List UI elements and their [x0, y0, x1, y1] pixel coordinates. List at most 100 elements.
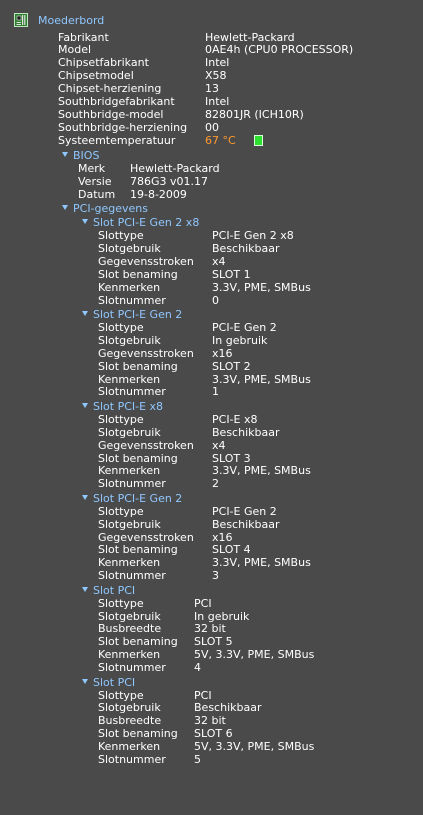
motherboard-property-row: Chipset-herziening 13 — [0, 82, 423, 95]
property-value: 00 — [205, 120, 219, 134]
section-title: Slot PCI-E x8 — [93, 399, 164, 413]
property-label: Gegevensstroken — [98, 530, 194, 544]
caret-down-icon[interactable] — [82, 402, 88, 408]
property-value: Beschikbaar — [212, 425, 280, 439]
property-value: 0 — [212, 293, 219, 307]
pci-slot-property-row: Slotnummer 0 — [0, 294, 423, 307]
property-value: SLOT 2 — [212, 359, 251, 373]
motherboard-icon — [14, 13, 28, 27]
pci-slot-property-row: Slottype PCI — [0, 689, 423, 702]
caret-down-icon[interactable] — [82, 494, 88, 500]
pci-slot-property-row: Slotnummer 3 — [0, 569, 423, 582]
pci-slot-heading[interactable]: Slot PCI — [82, 584, 135, 597]
property-label: Slotgebruik — [98, 517, 161, 531]
property-label: Slotnummer — [98, 293, 166, 307]
property-label: Systeemtemperatuur — [58, 133, 176, 147]
pci-slot-heading[interactable]: Slot PCI — [82, 676, 135, 689]
pci-slot-heading[interactable]: Slot PCI-E Gen 2 — [82, 492, 182, 505]
property-label: Southbridge-herziening — [58, 120, 188, 134]
section-pci[interactable]: PCI-gegevens — [62, 202, 148, 215]
caret-down-icon[interactable] — [82, 311, 88, 316]
property-value: x16 — [212, 346, 233, 360]
property-value: 3.3V, PME, SMBus — [212, 280, 311, 294]
pci-slot-property-row: Slotgebruik Beschikbaar — [0, 518, 423, 531]
property-value: PCI-E x8 — [212, 412, 258, 426]
property-value: Beschikbaar — [212, 517, 280, 531]
property-label: Southbridge-model — [58, 107, 164, 121]
property-label: Kenmerken — [98, 372, 161, 386]
section-title: Slot PCI-E Gen 2 x8 — [93, 216, 200, 230]
property-value: x4 — [212, 438, 226, 452]
property-label: Slottype — [98, 229, 144, 242]
property-value: 3.3V, PME, SMBus — [212, 464, 311, 478]
property-label: Slotgebruik — [98, 609, 161, 623]
property-value: 3.3V, PME, SMBus — [212, 372, 311, 386]
caret-down-icon[interactable] — [82, 219, 88, 225]
caret-down-icon[interactable] — [82, 678, 88, 684]
pci-slot-heading[interactable]: Slot PCI-E Gen 2 — [82, 308, 182, 321]
property-value: Intel — [205, 56, 230, 70]
property-label: Chipset-herziening — [58, 82, 162, 96]
property-label: Slot benaming — [98, 635, 178, 649]
property-label: Slotgebruik — [98, 333, 161, 347]
pci-slot-property-row: Slotnummer 1 — [0, 385, 423, 398]
property-label: Chipsetfabrikant — [58, 56, 149, 70]
property-value: 3 — [212, 569, 219, 583]
property-label: Slotnummer — [98, 385, 166, 399]
section-bios[interactable]: BIOS — [62, 149, 99, 162]
pci-slot-heading[interactable]: Slot PCI-E Gen 2 x8 — [82, 216, 199, 229]
property-value: X58 — [205, 69, 227, 83]
property-value: 82801JR (ICH10R) — [205, 107, 304, 121]
section-title: BIOS — [73, 148, 100, 162]
property-value: Beschikbaar — [194, 701, 262, 715]
property-value: PCI — [194, 688, 212, 702]
property-value: 3.3V, PME, SMBus — [212, 556, 311, 570]
caret-down-icon[interactable] — [82, 586, 88, 592]
pci-slot-property-row: Kenmerken 3.3V, PME, SMBus — [0, 373, 423, 386]
property-label: Slottype — [98, 688, 144, 702]
pci-slot-property-row: Kenmerken 3.3V, PME, SMBus — [0, 464, 423, 477]
property-value: 13 — [205, 82, 219, 96]
pci-slot-property-row: Slottype PCI-E x8 — [0, 413, 423, 426]
property-value: SLOT 5 — [194, 635, 233, 649]
property-label: Slotnummer — [98, 661, 166, 675]
property-value: PCI-E Gen 2 — [212, 504, 277, 518]
caret-down-icon[interactable] — [62, 204, 68, 210]
property-value: 1 — [212, 385, 219, 399]
property-label: Kenmerken — [98, 464, 161, 478]
property-label: Slotgebruik — [98, 701, 161, 715]
property-value: Hewlett-Packard — [130, 162, 220, 175]
pci-slot-heading[interactable]: Slot PCI-E x8 — [82, 400, 163, 413]
property-value: SLOT 6 — [194, 727, 233, 741]
property-value: x4 — [212, 254, 226, 268]
section-title: PCI-gegevens — [73, 201, 149, 215]
caret-down-icon[interactable] — [62, 151, 68, 157]
motherboard-property-row: Southbridge-herziening 00 — [0, 121, 423, 134]
section-title: Slot PCI — [93, 583, 136, 597]
motherboard-title[interactable]: Moederbord — [38, 14, 105, 27]
property-label: Slotnummer — [98, 569, 166, 583]
property-label: Kenmerken — [98, 648, 161, 662]
property-label: Slot benaming — [98, 543, 178, 557]
property-label: Slottype — [98, 412, 144, 426]
